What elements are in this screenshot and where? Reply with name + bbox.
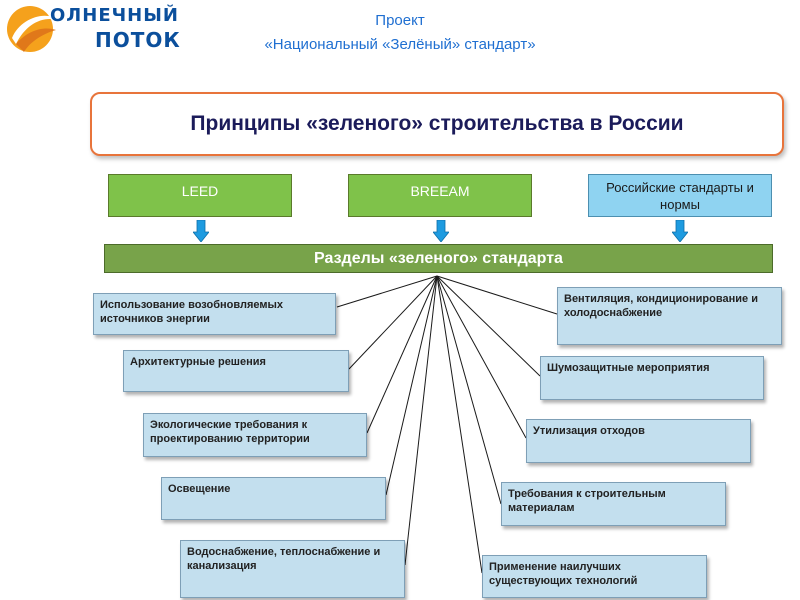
source-box-leed: LEED <box>108 174 292 217</box>
connector-line <box>366 275 438 434</box>
down-arrow-icon <box>672 220 688 242</box>
connector-line <box>404 275 438 566</box>
sections-title: Разделы «зеленого» стандарта <box>314 249 563 267</box>
source-box-russian-standards: Российские стандарты и нормы <box>588 174 772 217</box>
leaf-noise-protection: Шумозащитные мероприятия <box>540 356 764 400</box>
leaf-building-materials: Требования к строительным материалам <box>501 482 726 526</box>
down-arrow-icon <box>193 220 209 242</box>
leaf-water-heat-sewage: Водоснабжение, теплоснабжение и канализа… <box>180 540 405 598</box>
connector-line <box>385 275 438 496</box>
connector-line <box>436 275 483 574</box>
connector-line <box>436 275 541 377</box>
project-label: Проект <box>375 12 425 29</box>
leaf-ventilation: Вентиляция, кондиционирование и холодосн… <box>557 287 782 345</box>
connector-line <box>436 275 558 315</box>
sections-bar: Разделы «зеленого» стандарта <box>104 244 773 273</box>
down-arrow-icon <box>433 220 449 242</box>
connector-line <box>348 275 438 370</box>
connector-line <box>336 275 438 308</box>
connector-line <box>436 275 527 439</box>
leaf-waste-disposal: Утилизация отходов <box>526 419 751 463</box>
source-box-breeam: BREEAM <box>348 174 532 217</box>
leaf-renewable-energy: Использование возобновляемых источников … <box>93 293 336 335</box>
source-label: Российские стандарты и нормы <box>606 179 754 212</box>
connector-line <box>436 275 502 505</box>
logo-text-line1: ОЛНЕЧНЫЙ <box>50 5 179 26</box>
source-label: BREEAM <box>410 183 470 199</box>
leaf-best-technologies: Применение наилучших существующих технол… <box>482 555 707 598</box>
leaf-architectural-solutions: Архитектурные решения <box>123 350 349 392</box>
source-label: LEED <box>181 183 219 199</box>
sun-swoosh-icon <box>7 6 58 52</box>
banner-title: Принципы «зеленого» строительства в Росс… <box>190 112 684 135</box>
project-title: «Национальный «Зелёный» стандарт» <box>264 36 536 53</box>
leaf-ecological-requirements: Экологические требования к проектировани… <box>143 413 367 457</box>
principles-banner: Принципы «зеленого» строительства в Росс… <box>90 92 784 156</box>
logo: ОЛНЕЧНЫЙ ПОТОК <box>0 0 180 58</box>
logo-text-line2: ПОТОК <box>95 28 181 52</box>
leaf-lighting: Освещение <box>161 477 386 520</box>
